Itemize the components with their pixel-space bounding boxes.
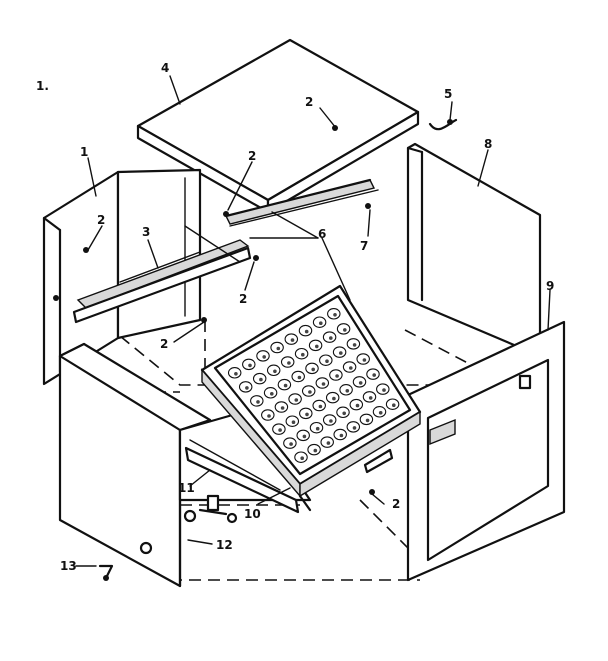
tray-pocket-shadow <box>355 403 360 408</box>
callout-2-left-rail: 2 <box>239 292 247 306</box>
bottom-panel <box>178 408 312 502</box>
tray-pocket-shadow <box>342 411 347 416</box>
tray-pocket-shadow <box>332 396 336 401</box>
callout-7: 7 <box>360 239 368 253</box>
tray-pocket-shadow <box>349 366 353 370</box>
right-rear-panel <box>406 142 542 358</box>
tray-pocket-shadow <box>339 433 344 438</box>
top-panel <box>136 38 420 214</box>
tray-pocket-shadow <box>259 377 263 382</box>
tray-pocket-shadow <box>302 434 307 439</box>
tray-pocket-shadow <box>352 343 357 347</box>
tray-pocket-shadow <box>325 359 329 364</box>
tray-pocket-shadow <box>262 355 267 359</box>
tray-pocket-shadow <box>287 361 291 365</box>
tray-pocket-shadow <box>245 386 249 390</box>
tray-pocket-shadow <box>304 329 309 334</box>
tray-pocket-shadow <box>358 381 363 385</box>
tray-pocket-shadow <box>343 328 347 332</box>
tray-pocket-shadow <box>315 344 319 349</box>
left-support-rail <box>72 225 252 324</box>
tray-pocket-shadow <box>345 389 350 393</box>
callout-12: 12 <box>216 538 233 552</box>
tray-pocket-shadow <box>368 396 373 400</box>
tray-pocket-shadow <box>283 383 288 388</box>
tray-pocket-shadow <box>305 412 309 417</box>
tray-pocket-shadow <box>291 420 296 425</box>
callout-2-top: 2 <box>305 95 313 109</box>
tray-pocket-shadow <box>333 313 337 317</box>
tray-pocket-shadow <box>319 321 323 326</box>
tray-pocket-shadow <box>248 363 252 368</box>
callout-2-floor-right: 2 <box>392 497 400 511</box>
tray-pocket-shadow <box>326 441 331 445</box>
tray-pocket-shadow <box>382 388 386 392</box>
callout-9: 9 <box>546 279 554 293</box>
tray-pocket-shadow <box>289 442 293 446</box>
tray-pocket-shadow <box>329 336 333 340</box>
tray-pocket-shadow <box>329 419 333 423</box>
callout-1: 1 <box>80 145 88 159</box>
tray-pocket-shadow <box>270 392 274 396</box>
tray-pocket-shadow <box>318 404 323 409</box>
tray-pocket-shadow <box>234 372 238 376</box>
tray-pocket-shadow <box>372 373 377 377</box>
tray-pocket-shadow <box>365 418 370 423</box>
tray-pocket-shadow <box>273 369 277 374</box>
upper-support-rail <box>224 178 379 227</box>
callout-8: 8 <box>484 137 492 151</box>
hardware-fasteners <box>83 118 458 581</box>
bottom-support-rail <box>184 446 300 514</box>
tray-pocket-shadow <box>290 338 295 342</box>
tray-pocket-shadow <box>308 390 312 394</box>
tray-pocket-shadow <box>311 367 316 372</box>
callout-5: 5 <box>444 87 452 101</box>
tray-pocket-shadow <box>267 414 271 418</box>
tray-pocket-shadow <box>280 406 285 410</box>
tray-pocket-shadow <box>392 403 396 408</box>
tray-pocket-shadow <box>297 375 302 380</box>
callout-2-upper-rail: 2 <box>248 149 256 163</box>
tray-pocket-shadow <box>378 411 383 415</box>
right-front-panel <box>406 320 566 582</box>
callout-labels: 1 2 2 2 2 2 2 3 4 5 6 7 8 9 10 11 12 13 <box>60 61 554 573</box>
tray-pocket-shadow <box>294 398 299 402</box>
left-front-panel <box>58 342 212 588</box>
tray-pocket-shadow <box>300 456 305 461</box>
tray-pocket-shadow <box>352 426 357 430</box>
tray-pocket-grid <box>227 308 400 463</box>
callout-2-floor-left: 2 <box>160 337 168 351</box>
tray-pocket-shadow <box>321 382 326 386</box>
tray-pocket-shadow <box>315 426 320 431</box>
tray-pocket-shadow <box>301 352 305 357</box>
tray-pocket-shadow <box>256 400 260 404</box>
callout-11: 11 <box>178 481 195 495</box>
tray-pocket-shadow <box>278 428 282 432</box>
corner-mark: 1. <box>36 79 49 93</box>
callout-3: 3 <box>142 225 150 239</box>
ice-rack-tray <box>200 284 422 512</box>
callout-6: 6 <box>318 227 326 241</box>
tray-pocket-shadow <box>362 358 367 362</box>
callout-10: 10 <box>244 507 261 521</box>
callout-13: 13 <box>60 559 77 573</box>
callout-4: 4 <box>161 61 169 75</box>
tray-pocket-shadow <box>339 351 343 355</box>
tray-pocket-shadow <box>276 346 281 351</box>
callout-2-left-panel: 2 <box>97 213 105 227</box>
callout-leader-lines <box>75 75 551 567</box>
tray-pocket-shadow <box>335 374 339 378</box>
tray-pocket-shadow <box>313 448 318 453</box>
